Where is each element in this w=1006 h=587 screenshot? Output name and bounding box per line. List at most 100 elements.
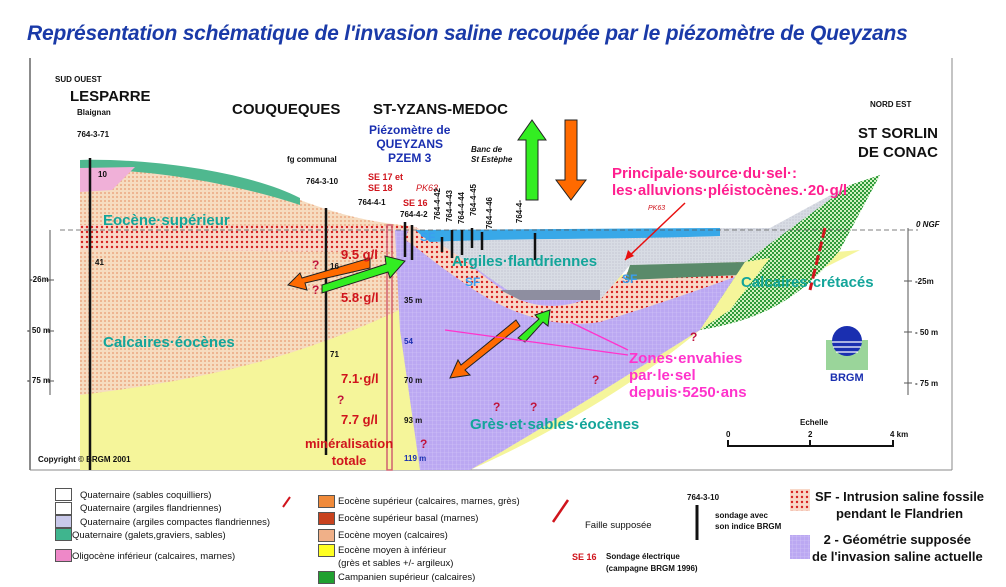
legend-swatch	[318, 512, 335, 525]
depth-mark: 16	[330, 262, 339, 271]
layer-quaternaire-galets	[80, 159, 300, 205]
depth-mark: 35 m	[404, 296, 423, 305]
scale-tick: 2	[808, 430, 813, 439]
st-sorlin-line2: DE CONAC	[858, 144, 939, 161]
borehole-label: 764-4-43	[445, 190, 454, 223]
legend-sf-swatch	[790, 489, 810, 511]
concentration-label: 7.1·g/l	[341, 371, 379, 386]
legend-se: Sondage électrique(campagne BRGM 1996)	[606, 551, 698, 575]
layer-pleistocene	[625, 262, 745, 280]
legend-invasion-swatch	[790, 535, 810, 559]
locality-blaignan: Blaignan	[77, 108, 111, 117]
se18: SE 18	[368, 183, 393, 193]
layer-eocene-sup	[80, 225, 415, 252]
geo-line1: 2 - Géométrie supposée	[823, 532, 972, 547]
locality-couqueques: COUQUEQUES	[232, 101, 341, 118]
legend-swatch	[318, 571, 335, 584]
label-sf: SF	[465, 275, 481, 289]
zones-pointer-1	[444, 329, 629, 356]
legend-se-code: SE 16	[572, 552, 597, 562]
legend-item: Quaternaire (argiles compactes flandrien…	[80, 517, 271, 528]
brgm-logo-text: BRGM	[830, 372, 864, 384]
borehole-label: 764-3-10	[306, 177, 339, 186]
legend-item: Eocène supérieur (calcaires, marnes, grè…	[338, 496, 520, 507]
se16-label: SE 16	[403, 198, 428, 208]
legend-swatch	[55, 528, 72, 541]
question-mark: ?	[690, 330, 698, 344]
locality-st-sorlin: ST SORLIN DE CONAC	[858, 124, 938, 162]
source-line2: les·alluvions·pléistocènes.·20·g/l	[612, 182, 848, 199]
question-mark: ?	[592, 373, 600, 387]
question-mark: ?	[420, 437, 428, 451]
left-axis-tick: - 75 m	[27, 376, 51, 385]
sf-line1: SF - Intrusion saline fossile	[815, 489, 985, 504]
question-mark: ?	[312, 258, 320, 272]
label-calcaires-eocenes: Calcaires·éocènes	[103, 334, 235, 351]
borehole-label: 764-4-	[515, 200, 524, 224]
zones-pointer-2	[569, 321, 629, 351]
scale-tick: 4 km	[890, 430, 909, 439]
concentration-label: 5.8·g/l	[341, 290, 379, 305]
concentration-label: 7.7 g/l	[341, 412, 378, 427]
depth-mark: 71	[330, 350, 339, 359]
orange-arrow-left-icon	[287, 257, 371, 291]
left-axis-tick: -26m	[30, 275, 49, 284]
label-sf: SF	[420, 230, 436, 244]
green-arrow-up-icon	[517, 309, 551, 343]
legend-swatch	[55, 502, 72, 515]
page-title: Représentation schématique de l'invasion…	[27, 22, 908, 45]
se-line1: Sondage électrique	[606, 552, 680, 561]
left-axis-tick: - 50 m	[27, 326, 51, 335]
legend-swatch	[55, 488, 72, 501]
concentration-label: 9.5 g/l	[341, 247, 378, 262]
depth-mark: 41	[95, 258, 104, 267]
up-arrow-icon	[517, 119, 547, 201]
legend-item: Quaternaire (galets,graviers, sables)	[72, 530, 226, 541]
scale-label: Echelle	[800, 418, 829, 427]
legend-sondage-code: 764-3-10	[687, 493, 720, 502]
zones-line3: depuis·5250·ans	[629, 384, 747, 401]
depth-mark: 70 m	[404, 376, 423, 385]
borehole-label: 764-4-2	[400, 210, 428, 219]
right-axis-tick: - 50 m	[915, 328, 939, 337]
depth-mark: 93 m	[404, 416, 423, 425]
se17: SE 17 et	[368, 172, 404, 182]
piezo-line2: QUEYZANS	[376, 137, 444, 151]
copyright: Copyright © BRGM 2001	[38, 455, 131, 464]
borehole-label: 764-3-71	[77, 130, 110, 139]
pk63-label: PK63	[416, 183, 439, 193]
scale-bar	[727, 440, 894, 447]
question-mark: ?	[493, 400, 501, 414]
legend-faille: Faille supposée	[585, 520, 652, 531]
piezo-line1: Piézomètre de	[369, 123, 451, 137]
banc-line1: Banc de	[471, 145, 503, 154]
st-sorlin-line1: ST SORLIN	[858, 125, 939, 142]
right-axis-tick: -25m	[915, 277, 934, 286]
legend-item: Eocène moyen à inférieur	[338, 545, 447, 556]
min-line1: minéralisation	[305, 436, 394, 451]
locality-fg-communal: fg communal	[287, 155, 337, 164]
boreholes	[88, 158, 537, 470]
legend-fault-mark	[282, 496, 291, 508]
min-line2: totale	[331, 453, 367, 468]
legend-item: Oligocène inférieur (calcaires, marnes)	[72, 551, 236, 562]
question-mark: ?	[312, 283, 320, 297]
legend-swatch	[55, 549, 72, 562]
fault-line	[808, 227, 827, 291]
water	[415, 228, 720, 242]
depth-mark: 10	[98, 170, 107, 179]
legend-swatch	[318, 495, 335, 508]
scale-tick: 0	[726, 430, 731, 439]
borehole-label: 764-4-44	[457, 192, 466, 225]
legend-item: Eocène moyen (calcaires)	[338, 530, 448, 541]
orange-arrow-down-icon	[449, 319, 521, 379]
zones-line2: par·le·sel	[629, 367, 696, 384]
label-eocene-sup: Eocène·supérieur	[103, 212, 230, 229]
down-arrow-icon	[555, 119, 587, 201]
legend-swatch	[318, 529, 335, 542]
